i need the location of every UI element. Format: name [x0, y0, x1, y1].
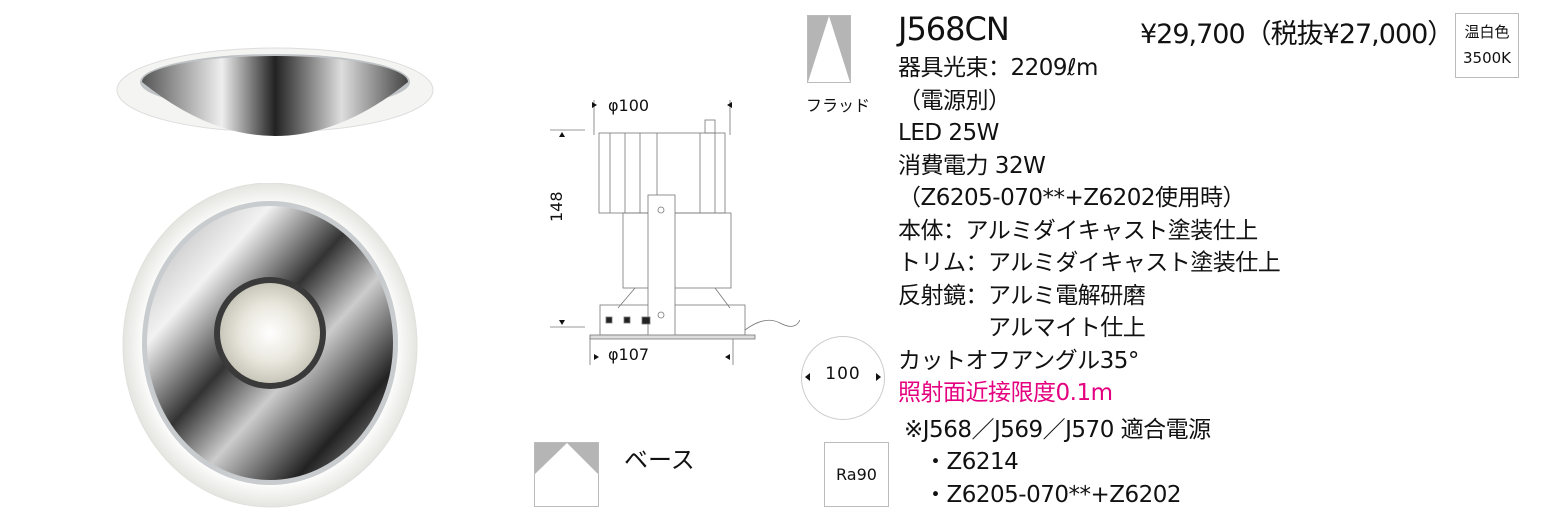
beam-label: フラッド	[806, 96, 871, 115]
spec-led: LED 25W	[898, 120, 999, 146]
spec-consumption-note: （Z6205-070**+Z6202使用時）	[898, 185, 1246, 211]
price: ¥29,700（税抜¥27,000）	[1140, 19, 1454, 50]
spec-list: 器具光束：2209ℓm （電源別） LED 25W 消費電力 32W （Z620…	[898, 52, 1281, 511]
ra-value: Ra90	[836, 465, 877, 484]
base-shape-icon	[534, 442, 599, 507]
ra-badge: Ra90	[824, 442, 889, 507]
dimension-drawing	[550, 100, 800, 365]
arrow-right-icon	[876, 373, 881, 381]
downlight-front-photo	[122, 183, 418, 508]
spec-cutoff-angle: カットオフアングル35°	[898, 347, 1139, 374]
spec-luminous-flux: 器具光束：2209ℓm	[898, 55, 1098, 81]
base-label: ベース	[624, 446, 695, 474]
spec-reflector-finish: アルマイト仕上	[898, 315, 1146, 341]
spec-trim: トリム：アルミダイキャスト塗装仕上	[898, 250, 1281, 276]
height-label: 148	[547, 191, 566, 222]
spec-body: 本体：アルミダイキャスト塗装仕上	[898, 217, 1258, 244]
arrow-left-icon	[805, 373, 810, 381]
flood-beam-icon	[807, 15, 851, 83]
model-number: J568CN	[898, 10, 1010, 48]
spec-power-separate: （電源別）	[898, 87, 1011, 114]
spec-reflector: 反射鏡：アルミ電解研磨	[898, 282, 1146, 309]
downlight-side-photo	[116, 47, 434, 136]
color-temp-badge: 温白色 3500K	[1455, 13, 1519, 78]
proximity-warning: 照射面近接限度0.1m	[898, 380, 1113, 406]
bottom-diameter-label: φ107	[608, 345, 650, 364]
power-unit-2: ・Z6205-070**+Z6202	[924, 481, 1182, 508]
power-compat-note: ※J568／J569／J570 適合電源	[904, 416, 1211, 443]
power-unit-1: ・Z6214	[924, 449, 1019, 475]
top-diameter-label: φ100	[608, 96, 650, 115]
color-name: 温白色	[1464, 23, 1510, 41]
color-kelvin: 3500K	[1462, 49, 1511, 67]
cutout-diameter-value: 100	[825, 364, 861, 384]
cutout-diameter-circle: 100	[801, 336, 885, 420]
spec-consumption: 消費電力 32W	[898, 152, 1046, 179]
